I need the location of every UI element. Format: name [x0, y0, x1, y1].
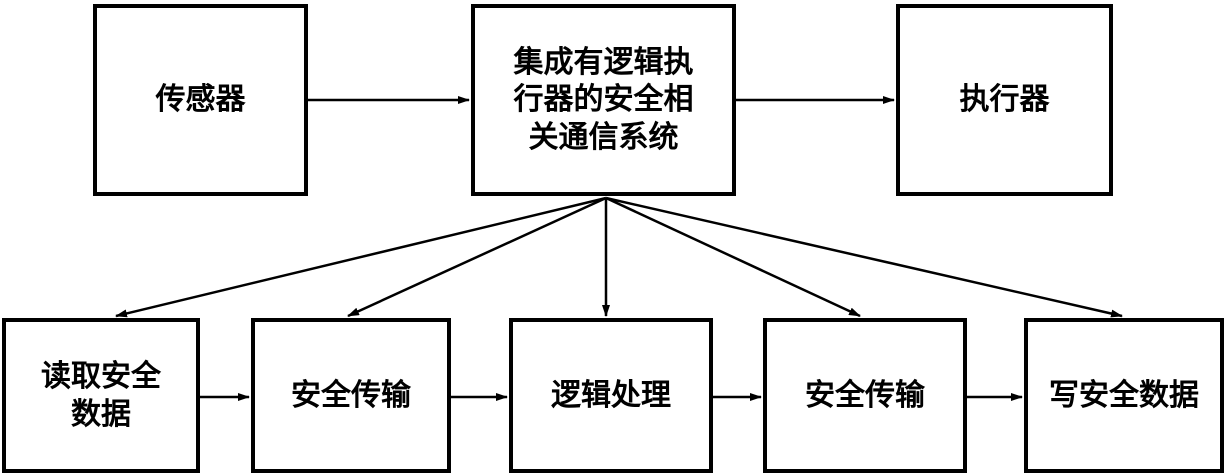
- system-label: 集成有逻辑执行器的安全相关通信系统: [513, 44, 694, 155]
- actuator-box: 执行器: [896, 4, 1113, 196]
- arrow-system-to-transfer-1: [347, 196, 607, 318]
- safety-transfer-box-1: 安全传输: [251, 318, 451, 473]
- actuator-label: 执行器: [959, 82, 1050, 118]
- logic-label: 逻辑处理: [551, 377, 671, 413]
- write-safety-data-box: 写安全数据: [1024, 318, 1224, 473]
- arrow-system-to-write-data: [605, 196, 1123, 318]
- transfer-1-label: 安全传输: [291, 377, 411, 413]
- safety-transfer-box-2: 安全传输: [763, 318, 967, 473]
- sensor-box: 传感器: [93, 4, 308, 196]
- write-data-label: 写安全数据: [1049, 377, 1199, 413]
- arrow-system-to-read-data: [115, 196, 607, 318]
- read-safety-data-box: 读取安全数据: [2, 318, 200, 473]
- safety-communication-system-box: 集成有逻辑执行器的安全相关通信系统: [471, 4, 736, 196]
- logic-processing-box: 逻辑处理: [509, 318, 713, 473]
- read-data-label: 读取安全数据: [41, 359, 161, 432]
- arrow-system-to-transfer-2: [605, 196, 861, 318]
- transfer-2-label: 安全传输: [805, 377, 925, 413]
- sensor-label: 传感器: [155, 82, 246, 118]
